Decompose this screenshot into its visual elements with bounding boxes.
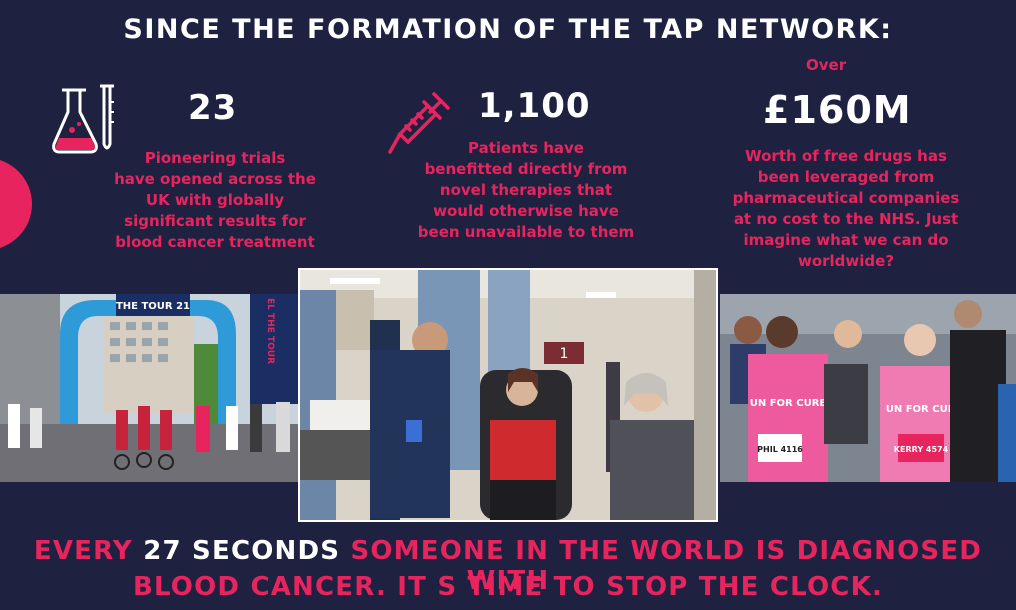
text-line: imagine what we can do [743,231,949,249]
text-line: have opened across the [114,170,316,188]
text-line: been leveraged from [757,168,935,186]
stat-funding-prefix: Over [806,56,847,74]
cycling-event-photo: THE TOUR 21 EL THE TOUR [0,294,298,482]
hospital-patient-photo: 1 [298,268,718,522]
footer-segment: EVERY [33,536,144,566]
text-line: would otherwise have [433,202,619,220]
text-line: Worth of free drugs has [745,147,947,165]
stat-trials-text: Pioneering trials have opened across the… [96,148,334,253]
shirt-text-right: UN FOR CURE [886,404,963,415]
banner-text: EL THE TOUR [265,298,275,364]
decorative-circle [0,158,32,250]
footer-line-1: EVERY 27 SECONDS SOMEONE IN THE WORLD IS… [0,536,1016,596]
text-line: been unavailable to them [417,223,635,241]
footer-line-2: BLOOD CANCER. IT S TIME TO STOP THE CLOC… [132,572,884,602]
text-line: significant results for [124,212,306,230]
lab-flask-icon [50,82,120,162]
syringe-icon [384,88,454,158]
marathon-runners-photo: UN FOR CURE PHIL 4116 UN FOR CURE KERRY … [720,294,1016,482]
stat-funding-value: £160M [763,88,912,132]
page-title: SINCE THE FORMATION OF THE TAP NETWORK: [123,14,893,45]
text-line: UK with globally [145,191,285,209]
text-line: pharmaceutical companies [732,189,960,207]
text-line: blood cancer treatment [115,233,315,251]
text-line: novel therapies that [439,181,613,199]
stat-patients-text: Patients have benefitted directly from n… [406,138,646,243]
stat-trials-value: 23 [188,88,238,128]
text-line: worldwide? [797,252,895,270]
shirt-text-left: UN FOR CURE [750,398,827,409]
stat-funding-text: Worth of free drugs has been leveraged f… [718,146,974,272]
text-line: at no cost to the NHS. Just [733,210,959,228]
text-line: Pioneering trials [144,149,286,167]
text-line: Patients have [468,139,584,157]
room-number: 1 [560,346,569,362]
arch-text: THE TOUR 21 [116,301,190,312]
bib-right: KERRY 4574 [894,445,949,454]
footer-highlight: 27 SECONDS [143,536,341,566]
bib-left: PHIL 4116 [757,445,803,454]
text-line: benefitted directly from [424,160,628,178]
footer-segment: SOMEONE IN THE WORLD IS DIAGNOSED WITH [340,536,983,596]
stat-patients-value: 1,100 [478,86,591,126]
